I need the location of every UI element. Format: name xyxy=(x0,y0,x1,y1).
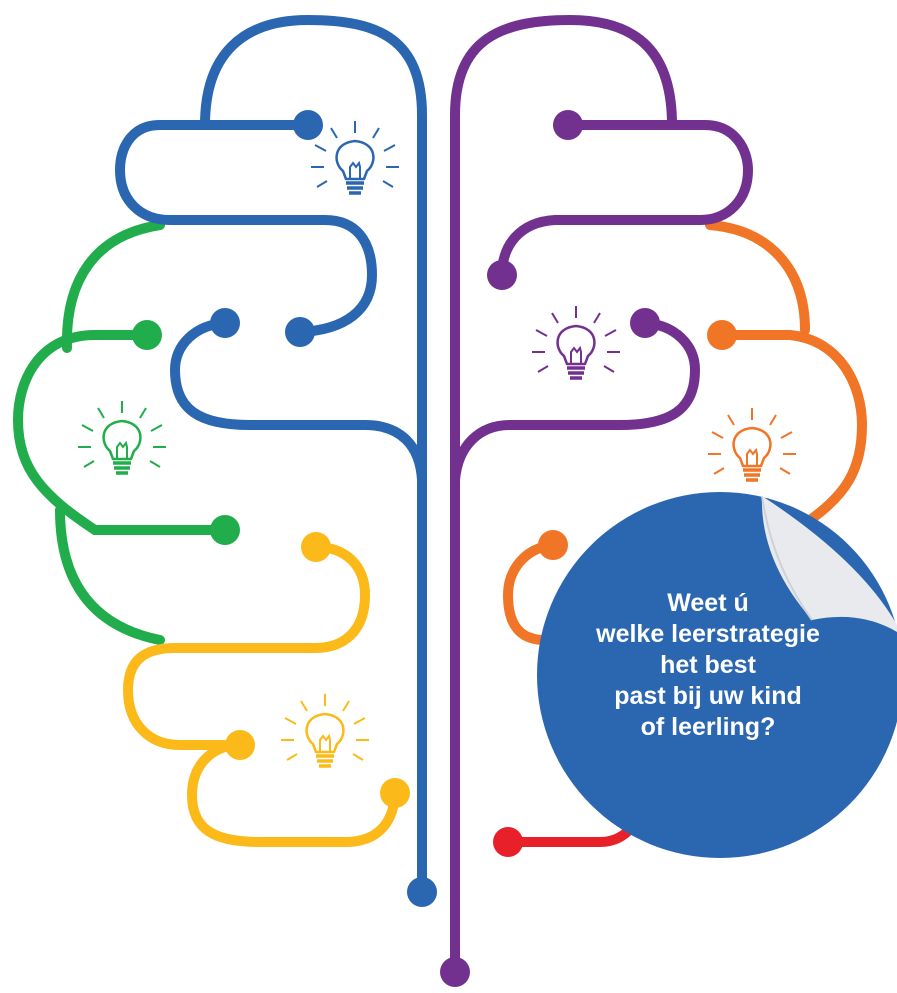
callout-line: het best xyxy=(660,651,756,679)
node-dot xyxy=(285,317,315,347)
lightbulb-icon xyxy=(706,406,798,482)
node-dot xyxy=(440,957,470,987)
lightbulb-icon xyxy=(279,692,371,768)
callout-line: Weet ú xyxy=(667,589,749,617)
circuit-nodes xyxy=(132,110,737,987)
node-dot xyxy=(210,308,240,338)
callout-text: Weet ú welke leerstrategie het best past… xyxy=(540,588,876,743)
callout-bubble xyxy=(537,492,897,858)
green-circuit xyxy=(12,220,230,645)
lightbulb-icon xyxy=(309,119,401,195)
lightbulb-icon xyxy=(76,399,168,475)
node-dot xyxy=(538,530,568,560)
node-dot xyxy=(293,110,323,140)
node-dot xyxy=(630,308,660,338)
blue-circuit xyxy=(114,14,427,897)
node-dot xyxy=(487,260,517,290)
node-dot xyxy=(210,515,240,545)
callout-line: of leerling? xyxy=(640,713,776,741)
node-dot xyxy=(493,827,523,857)
node-dot xyxy=(407,877,437,907)
node-dot xyxy=(707,320,737,350)
node-dot xyxy=(301,532,331,562)
node-dot xyxy=(132,320,162,350)
callout-line: past bij uw kind xyxy=(614,682,802,710)
lightbulb-icon xyxy=(530,304,622,380)
yellow-circuit xyxy=(122,542,400,847)
node-dot xyxy=(225,730,255,760)
callout-line: welke leerstrategie xyxy=(596,620,820,648)
orange-circuit xyxy=(502,220,868,645)
node-dot xyxy=(553,110,583,140)
purple-circuit xyxy=(450,14,754,977)
node-dot xyxy=(380,778,410,808)
